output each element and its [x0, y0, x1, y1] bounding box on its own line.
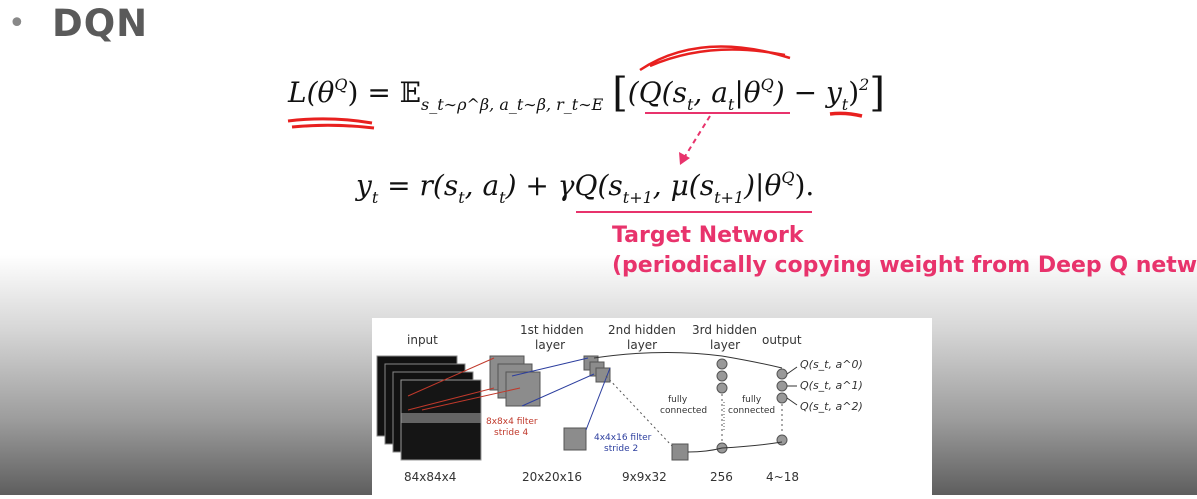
slide-heading: DQN: [52, 2, 149, 45]
loss-equation: L(θQ) = 𝔼s_t∼ρ^β, a_t∼β, r_t∼E [(Q(st, a…: [288, 70, 885, 116]
q-term-close: ) − y: [773, 76, 842, 109]
network-svg: input 1st hidden layer 2nd hidden layer …: [376, 323, 863, 484]
filter1-label-a: 8x8x4 filter: [486, 417, 538, 427]
output-label-1: Q(s_t, a^1): [800, 379, 863, 392]
size-h3: 256: [710, 470, 733, 484]
target-network-note: (periodically copying weight from Deep Q…: [612, 253, 1197, 278]
filter2-label-a: 4x4x16 filter: [594, 433, 652, 443]
bullet-point: •: [8, 6, 26, 41]
hidden-layer-2-expanded: [563, 427, 587, 451]
target-end: ).: [794, 169, 815, 202]
fc1-label-b: connected: [660, 406, 707, 416]
fc-layer: [716, 358, 728, 454]
header-hidden2-a: 2nd hidden: [608, 323, 676, 337]
q-term-open: (Q(s: [627, 76, 687, 109]
target-equation: yt = r(st, at) + γQ(st+1, μ(st+1)|θQ).: [356, 168, 815, 207]
loss-lhs-close: ) = 𝔼: [347, 76, 422, 109]
fc2-label-a: fully: [742, 395, 762, 405]
filter2-label-b: stride 2: [604, 444, 638, 454]
expectation-subscript: s_t∼ρ^β, a_t∼β, r_t∼E: [421, 95, 604, 114]
target-y: y: [356, 169, 372, 202]
size-h2: 9x9x32: [622, 470, 667, 484]
dqn-network-diagram: input 1st hidden layer 2nd hidden layer …: [372, 318, 932, 495]
filter1-label-b: stride 4: [494, 428, 529, 438]
loss-lhs: L(θ: [288, 76, 335, 109]
arrow-head: [679, 152, 690, 165]
header-hidden2-b: layer: [627, 338, 657, 352]
output-label-0: Q(s_t, a^0): [800, 358, 863, 371]
target-part3: ) + γQ(s: [505, 169, 623, 202]
header-hidden1-a: 1st hidden: [520, 323, 584, 337]
header-hidden3-b: layer: [710, 338, 740, 352]
red-underline-y: [829, 111, 863, 118]
size-input: 84x84x4: [404, 470, 456, 484]
header-hidden3-a: 3rd hidden: [692, 323, 757, 337]
header-hidden1-b: layer: [535, 338, 565, 352]
size-output: 4~18: [766, 470, 799, 484]
dashed-arrow: [683, 115, 711, 159]
hidden-layer-1: [489, 355, 541, 407]
target-part2: , a: [464, 169, 500, 202]
target-part1: = r(s: [378, 169, 459, 202]
loss-lhs-sup: Q: [334, 75, 348, 94]
q-term-theta: |θ: [734, 76, 761, 109]
header-output: output: [762, 333, 802, 347]
square-exponent: 2: [859, 75, 870, 94]
q-term-mid: , a: [693, 76, 728, 109]
size-h1: 20x20x16: [522, 470, 582, 484]
hidden-layer-2: [583, 355, 611, 383]
hidden-layer-3-conv: [671, 443, 689, 461]
header-input: input: [407, 333, 438, 347]
target-network-label: Target Network: [612, 223, 804, 248]
fc1-label-a: fully: [668, 395, 688, 405]
output-neurons: [776, 368, 788, 446]
red-underline-loss: [287, 117, 375, 130]
fc2-label-b: connected: [728, 406, 775, 416]
target-part5: )|θ: [744, 169, 782, 202]
output-label-2: Q(s_t, a^2): [800, 400, 863, 413]
red-arc-q: [639, 45, 791, 72]
target-part4: , μ(s: [652, 169, 715, 202]
